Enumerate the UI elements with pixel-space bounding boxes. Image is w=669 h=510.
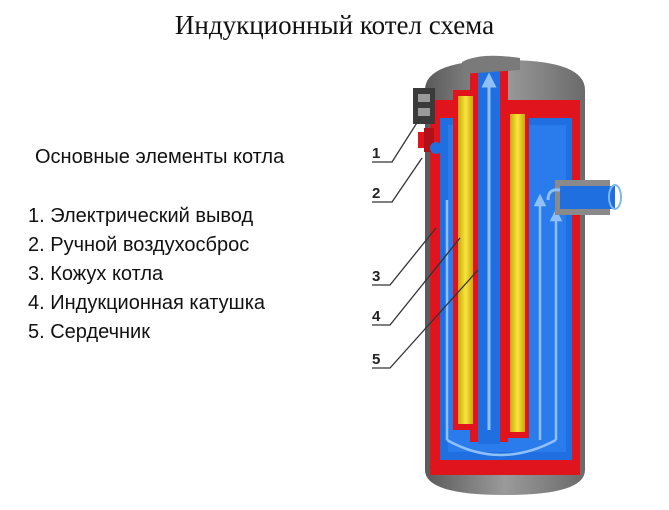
legend-list: 1. Электрический вывод 2. Ручной воздухо… bbox=[28, 202, 265, 347]
legend-heading: Основные элементы котла bbox=[35, 146, 285, 168]
diagram-title: Индукционный котел схема bbox=[174, 10, 495, 40]
legend-item-air-vent: 2. Ручной воздухосброс bbox=[28, 234, 250, 256]
air-vent bbox=[418, 128, 442, 154]
legend-item-core: 5. Сердечник bbox=[28, 321, 150, 343]
electrical-terminal bbox=[413, 88, 435, 124]
callout-3: 3 bbox=[372, 268, 380, 285]
callout-lines bbox=[372, 117, 479, 369]
outlet-pipe bbox=[546, 180, 622, 215]
flow-arrows bbox=[445, 193, 563, 457]
legend-item-induction-coil: 4. Индукционная катушка bbox=[28, 292, 266, 314]
callout-2: 2 bbox=[372, 185, 380, 202]
legend-item-boiler-casing: 3. Кожух котла bbox=[28, 263, 164, 285]
induction-coil bbox=[453, 90, 529, 438]
callout-5: 5 bbox=[372, 351, 380, 368]
callout-4: 4 bbox=[372, 308, 381, 325]
legend-item-electrical-outlet: 1. Электрический вывод bbox=[28, 205, 254, 227]
callout-1: 1 bbox=[372, 145, 380, 162]
